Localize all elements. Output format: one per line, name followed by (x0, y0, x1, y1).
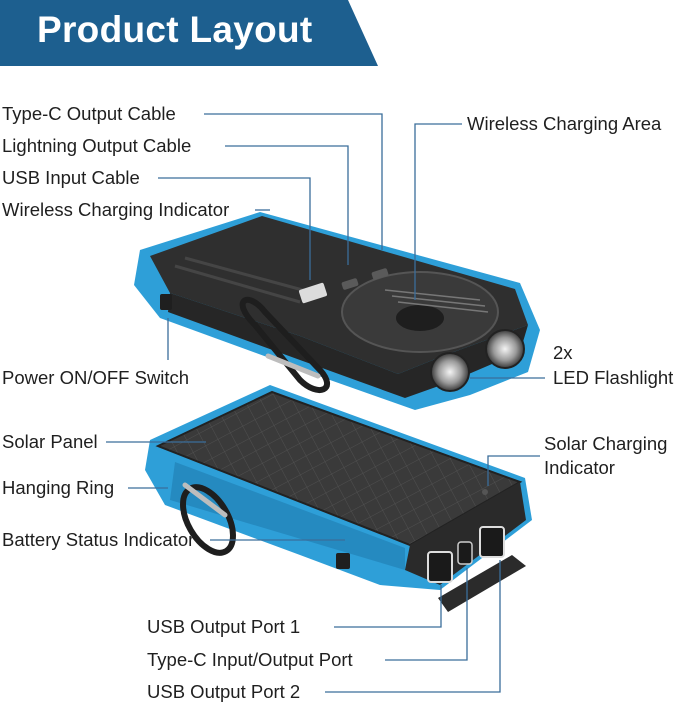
label-usb-input-cable: USB Input Cable (2, 167, 140, 188)
label-type-c-port: Type-C Input/Output Port (147, 649, 353, 670)
label-led-flashlight: LED Flashlight (553, 367, 674, 388)
top-power-bank (134, 212, 540, 410)
label-battery-status-indicator: Battery Status Indicator (2, 529, 195, 550)
bottom-power-bank (145, 385, 532, 612)
leader-lines (106, 113, 545, 693)
label-power-switch: Power ON/OFF Switch (2, 367, 190, 388)
label-type-c-output-cable: Type-C Output Cable (2, 103, 176, 124)
label-lightning-output-cable: Lightning Output Cable (2, 135, 192, 156)
label-hanging-ring: Hanging Ring (2, 477, 115, 498)
label-usb-output-port-1: USB Output Port 1 (147, 616, 301, 637)
label-wireless-charging-area: Wireless Charging Area (467, 113, 662, 134)
label-wireless-charging-indicator: Wireless Charging Indicator (2, 199, 230, 220)
label-flashlight-count: 2x (553, 342, 573, 363)
label-solar-charging-indicator-line1: Solar Charging (544, 433, 668, 454)
label-usb-output-port-2: USB Output Port 2 (147, 681, 301, 702)
label-solar-charging-indicator-line2: Indicator (544, 457, 615, 478)
header-banner (0, 0, 378, 66)
page-title: Product Layout (37, 9, 313, 50)
label-solar-panel: Solar Panel (2, 431, 98, 452)
